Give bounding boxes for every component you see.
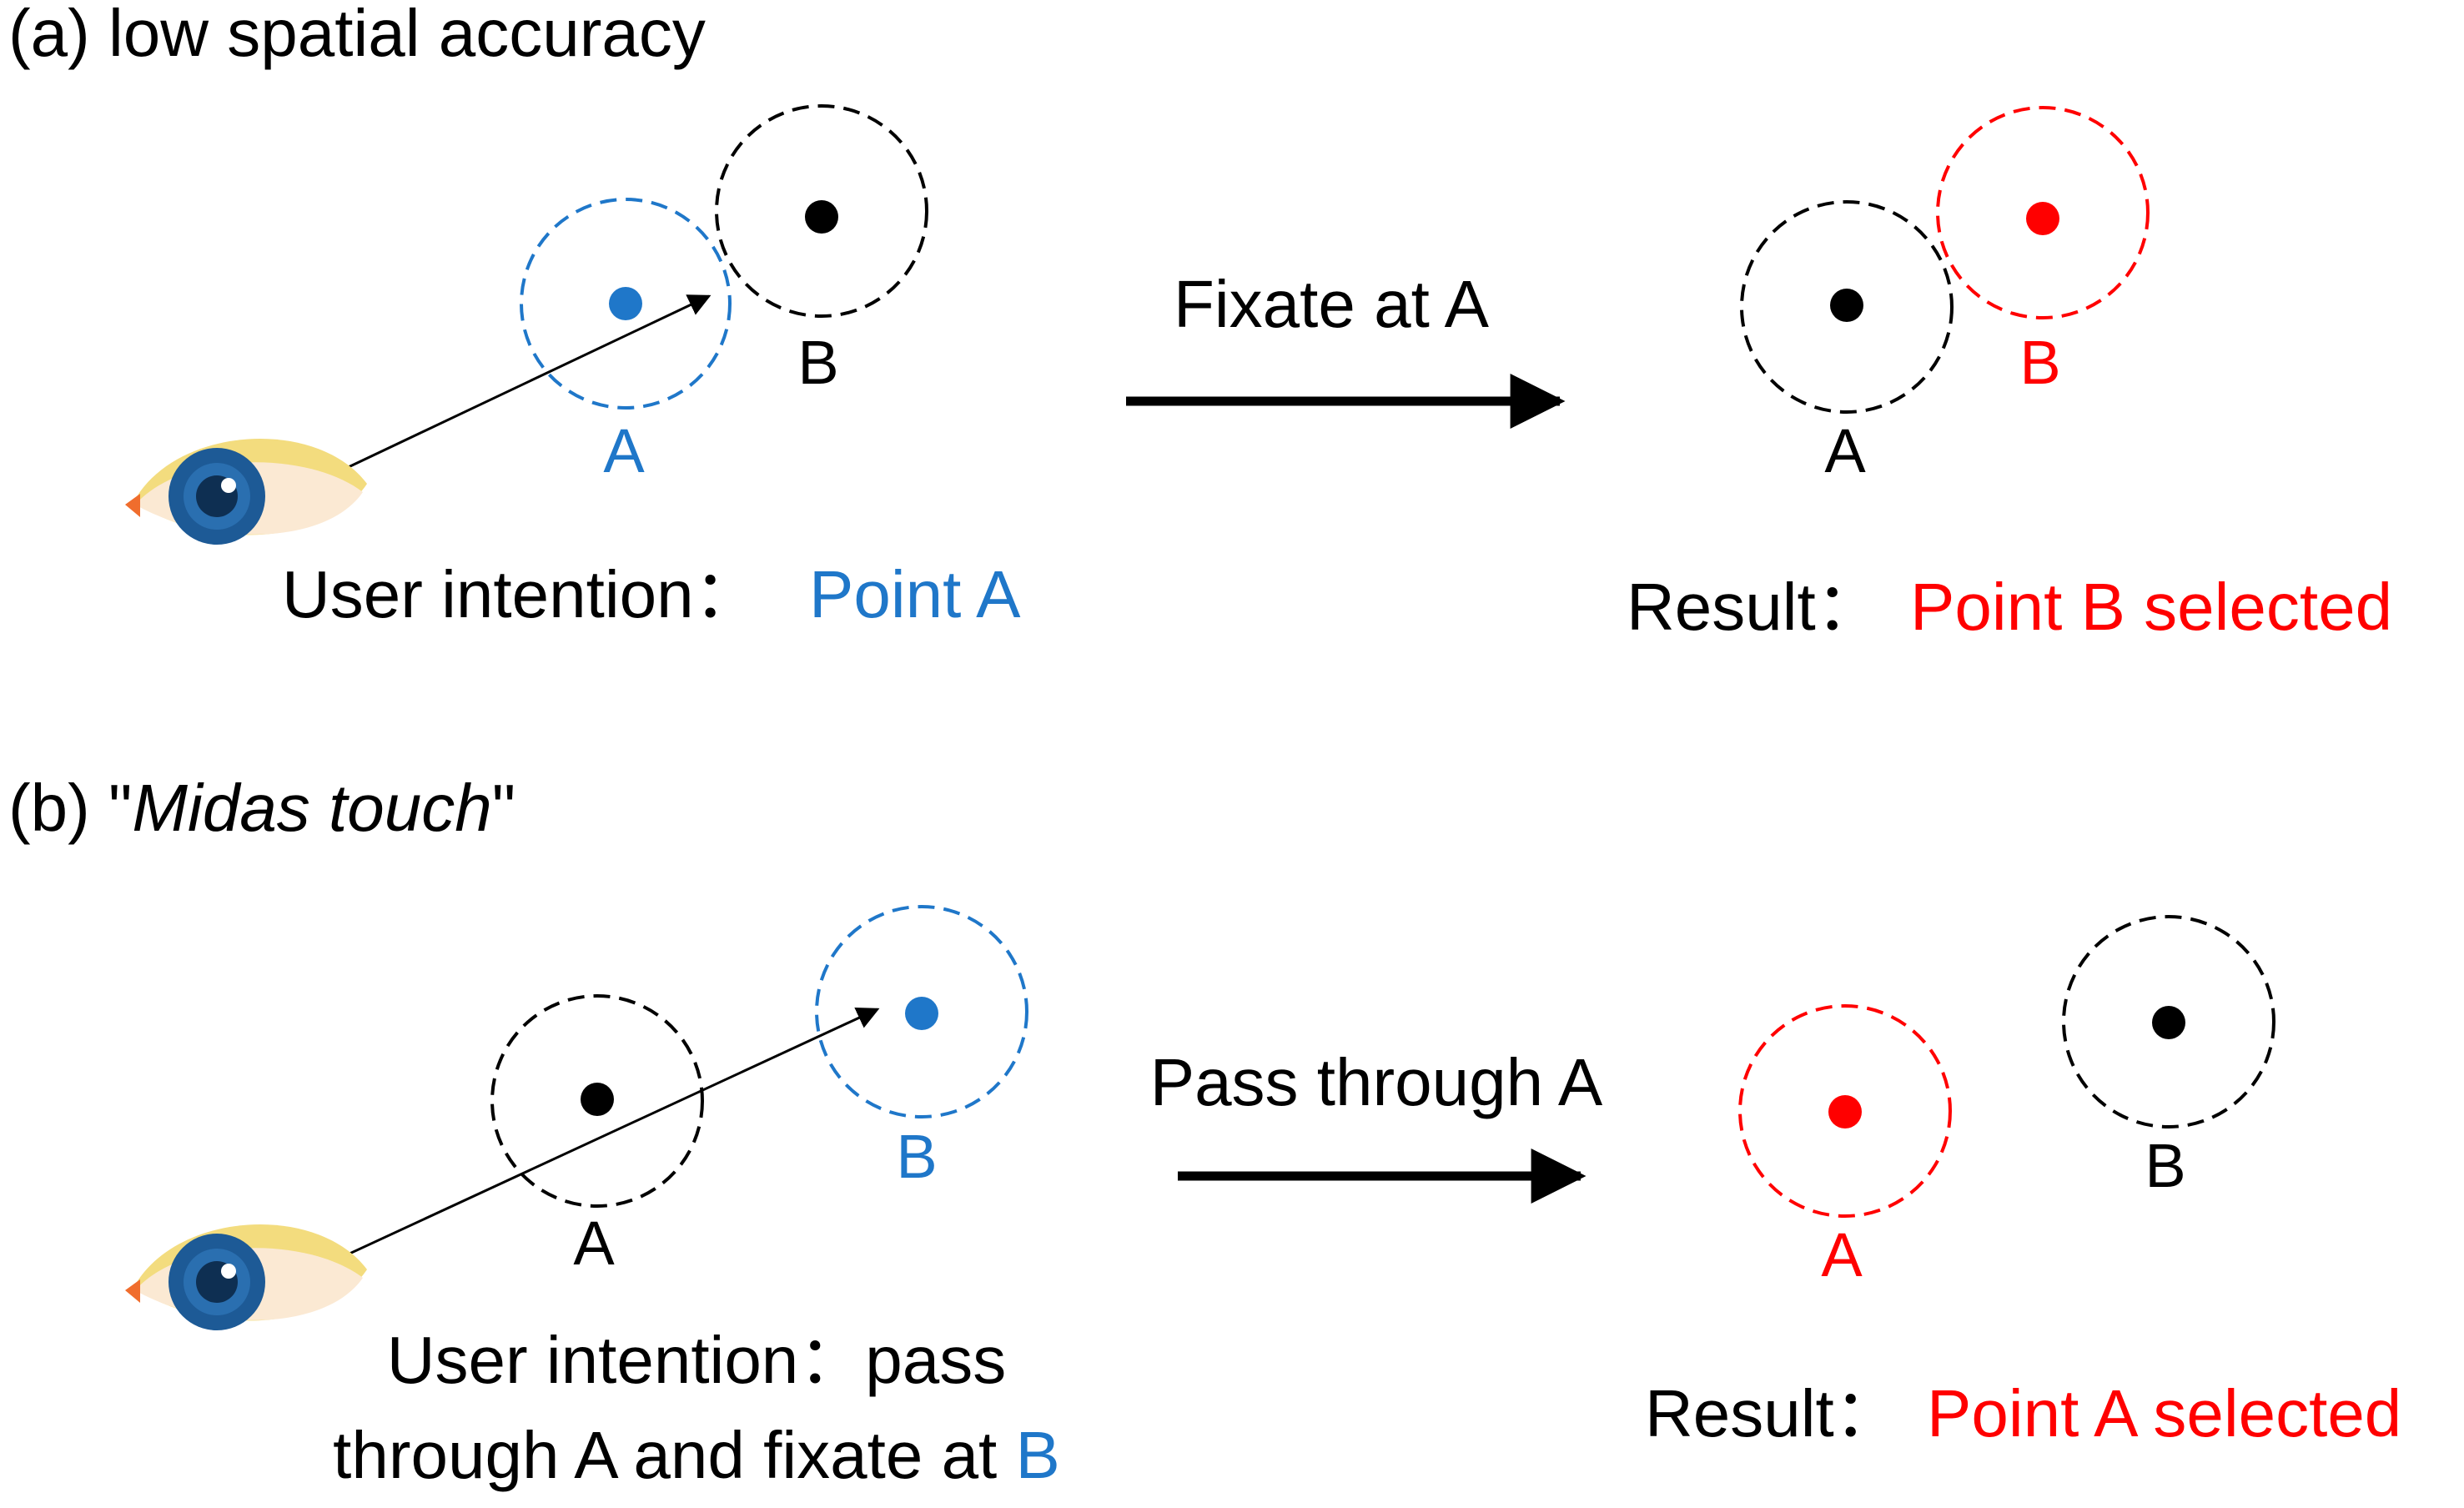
result-a-circle [1738, 1004, 1952, 1218]
result-b-dot [2152, 1006, 2185, 1039]
result-b-circle [1936, 106, 2150, 319]
target-a-circle [490, 994, 704, 1208]
target-b-label: B [896, 1122, 937, 1191]
intention-line-1: User intention：pass [387, 1323, 1007, 1397]
target-b-circle [815, 905, 1028, 1118]
result-b-label: B [2145, 1131, 2185, 1200]
panel-b-left-group: B A [304, 905, 1028, 1278]
target-a-dot [581, 1083, 614, 1116]
panel-a-title: (a) low spatial accuracy [8, 0, 706, 70]
gaze-arrow [304, 1007, 880, 1276]
target-a-label: A [603, 416, 645, 485]
target-a-circle [520, 198, 732, 410]
result-a-dot [1830, 289, 1863, 322]
arrow-label: Fixate at A [1174, 267, 1490, 341]
eye-icon [125, 438, 367, 545]
panel-b-right-group: B A [1738, 915, 2275, 1289]
result-value: Point B selected [1910, 570, 2392, 644]
result-label: Result： [1645, 1376, 1901, 1450]
result-a-label: A [1824, 416, 1866, 485]
target-b-dot [905, 997, 938, 1030]
target-b-circle [715, 104, 928, 318]
result-a-label: A [1821, 1220, 1863, 1289]
result-value: Point A selected [1927, 1376, 2401, 1450]
result-b-dot [2026, 202, 2059, 235]
intention-line-2: through A and fixate at B [333, 1418, 1060, 1492]
target-b-dot [805, 200, 838, 234]
intention-value: Point A [809, 557, 1021, 631]
target-a-label: A [573, 1209, 615, 1278]
result-b-circle [2062, 915, 2275, 1128]
target-b-label: B [797, 328, 838, 397]
result-b-label: B [2019, 328, 2060, 397]
eye-icon [125, 1224, 367, 1330]
result-a-dot [1828, 1095, 1862, 1128]
panel-b-title: (b) "Midas touch" [8, 771, 515, 845]
result-label: Result： [1627, 570, 1883, 644]
gaze-arrow [304, 294, 712, 490]
panel-a-left-group: B A [304, 104, 928, 490]
panel-a-right-group: B A [1740, 106, 2150, 485]
target-a-dot [609, 287, 642, 320]
result-a-circle [1740, 200, 1954, 414]
arrow-label: Pass through A [1150, 1045, 1603, 1119]
intention-label: User intention： [282, 557, 761, 631]
